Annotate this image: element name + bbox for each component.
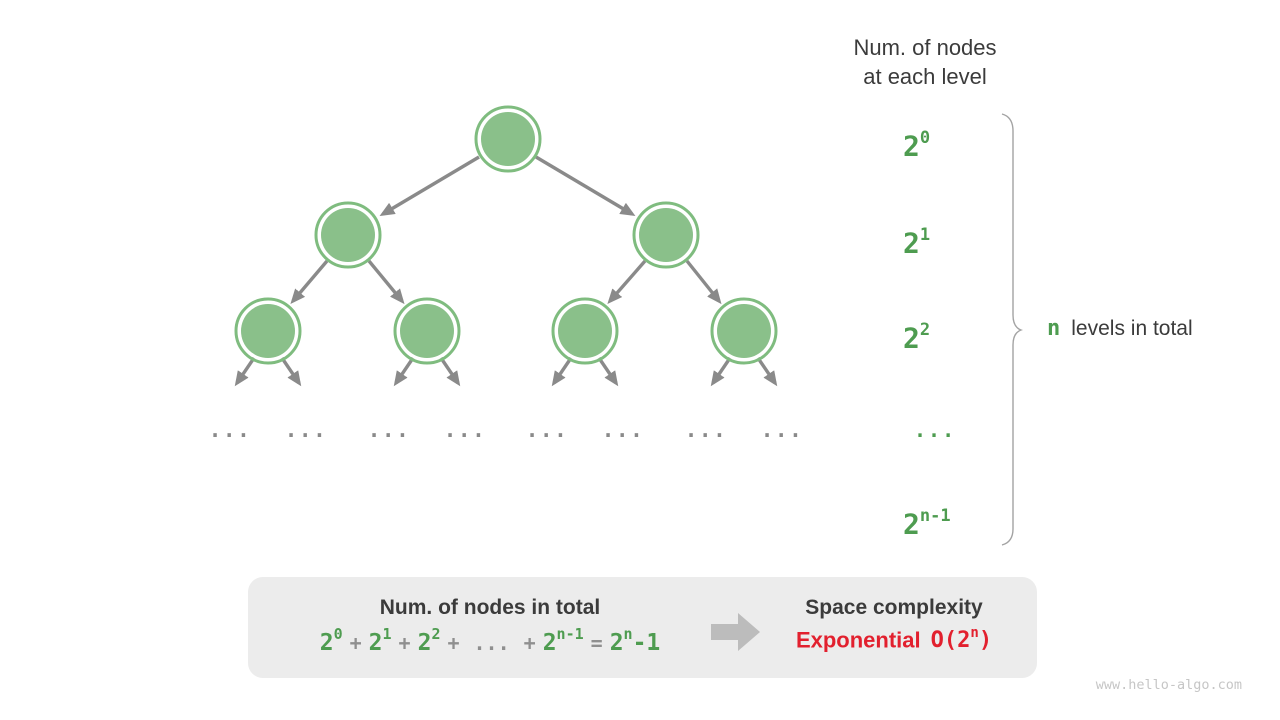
edge-stub bbox=[756, 357, 778, 387]
level-label-base: 2 bbox=[903, 129, 920, 163]
tree-ellipsis: ... bbox=[601, 418, 645, 442]
level-label-sup: 2 bbox=[919, 320, 931, 340]
plus-sign: + bbox=[398, 630, 411, 655]
tree-node-root bbox=[474, 105, 542, 173]
formula-result: 2n-1 bbox=[609, 625, 661, 656]
tree-ellipsis: ... bbox=[525, 418, 569, 442]
brace-label-n: n bbox=[1047, 316, 1061, 341]
equals-sign: = bbox=[590, 630, 603, 655]
formula-term: 20 bbox=[319, 625, 343, 656]
plus-sign: + bbox=[349, 630, 362, 655]
watermark: www.hello-algo.com bbox=[1095, 677, 1242, 693]
level-label-n: 2n-1 bbox=[903, 501, 1023, 541]
summary-right: Space complexity Exponential O(2n) bbox=[776, 594, 1012, 653]
level-label-1: 21 bbox=[903, 220, 1023, 260]
formula-term: 21 bbox=[368, 625, 392, 656]
edge-l1a-right bbox=[367, 259, 405, 305]
edge-l1b-right bbox=[685, 259, 722, 305]
edge-stub bbox=[439, 357, 461, 387]
level-label-0: 20 bbox=[903, 123, 1023, 163]
summary-left-title: Num. of nodes in total bbox=[379, 596, 601, 619]
edge-stub bbox=[710, 357, 732, 387]
edge-root-left bbox=[379, 155, 480, 217]
tree-node bbox=[314, 201, 382, 269]
column-title-line1: Num. of nodes bbox=[853, 35, 997, 60]
formula-ellipsis: ... bbox=[473, 630, 510, 655]
plus-sign: + bbox=[447, 630, 460, 655]
formula-term: 2n-1 bbox=[542, 625, 584, 656]
tree-ellipsis: ... bbox=[208, 418, 252, 442]
tree-ellipsis: ... bbox=[367, 418, 411, 442]
summary-left: Num. of nodes in total 20+21+22+...+2n-1… bbox=[300, 594, 680, 656]
summary-right-title: Space complexity bbox=[805, 596, 983, 619]
node-count-formula: 20+21+22+...+2n-1=2n-1 bbox=[300, 625, 680, 656]
column-title-line2: at each level bbox=[863, 64, 987, 89]
edge-l1b-left bbox=[607, 259, 647, 305]
complexity-word: Exponential bbox=[795, 627, 921, 653]
edge-stub bbox=[551, 357, 573, 387]
brace bbox=[1001, 113, 1023, 546]
level-label-sup: n-1 bbox=[919, 506, 951, 526]
edge-stub bbox=[393, 357, 415, 387]
plus-sign: + bbox=[523, 630, 536, 655]
edge-l1a-left bbox=[290, 259, 329, 305]
tree-ellipsis: ... bbox=[443, 418, 487, 442]
level-label-base: 2 bbox=[903, 507, 920, 541]
tree-node bbox=[632, 201, 700, 269]
tree-ellipsis: ... bbox=[284, 418, 328, 442]
level-label-2: 22 bbox=[903, 315, 1023, 355]
tree-ellipsis: ... bbox=[760, 418, 804, 442]
edge-stub bbox=[280, 357, 302, 387]
brace-label: n levels in total bbox=[1047, 316, 1193, 341]
level-label-sup: 0 bbox=[919, 128, 931, 148]
tree-ellipsis: ... bbox=[684, 418, 728, 442]
tree-node bbox=[234, 297, 302, 365]
edge-stub bbox=[597, 357, 619, 387]
tree-node bbox=[393, 297, 461, 365]
level-label-base: 2 bbox=[903, 321, 920, 355]
level-label-sup: 1 bbox=[919, 225, 931, 245]
level-label-ellipsis: ... bbox=[914, 418, 957, 442]
tree-nodes bbox=[234, 105, 778, 365]
formula-term: 22 bbox=[417, 625, 441, 656]
level-label-base: 2 bbox=[903, 226, 920, 260]
brace-label-text: levels in total bbox=[1071, 317, 1193, 340]
column-title: Num. of nodes at each level bbox=[795, 33, 1055, 91]
space-complexity-value: Exponential O(2n) bbox=[776, 625, 1012, 654]
edge-stub bbox=[234, 357, 256, 387]
tree-node bbox=[710, 297, 778, 365]
big-o-notation: O(2n) bbox=[930, 625, 993, 654]
summary-box: Num. of nodes in total 20+21+22+...+2n-1… bbox=[248, 577, 1037, 678]
edge-root-right bbox=[535, 155, 636, 217]
implies-arrow-icon bbox=[711, 613, 761, 656]
tree-node bbox=[551, 297, 619, 365]
tree-edges bbox=[234, 155, 778, 387]
